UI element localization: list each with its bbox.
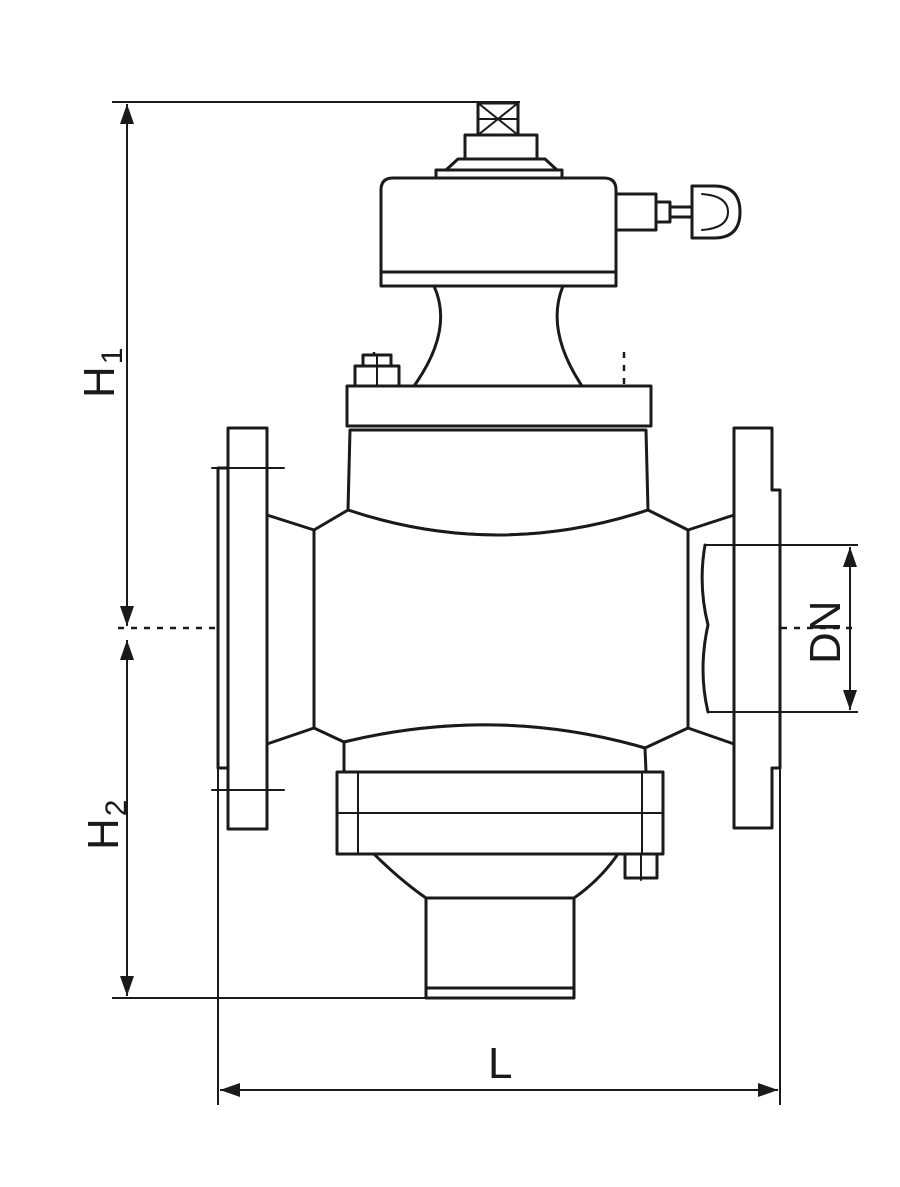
- valve-body: [312, 508, 690, 750]
- h1-label: H: [75, 366, 124, 398]
- dn-label: DN: [801, 600, 850, 664]
- position-indicator: [614, 184, 742, 240]
- bottom-flange: [335, 723, 665, 881]
- h1-subscript: 1: [96, 348, 129, 365]
- bonnet-flange: [345, 353, 653, 428]
- h2-subscript: 2: [100, 800, 133, 817]
- h2-label: H: [79, 818, 128, 850]
- right-flange: [686, 426, 782, 830]
- dimension-dn: [734, 544, 858, 713]
- dimension-dn-label: DN: [801, 600, 850, 664]
- bottom-cover: [372, 852, 620, 1000]
- svg-text:H2: H2: [79, 800, 133, 850]
- svg-text:H1: H1: [75, 348, 129, 398]
- bonnet: [346, 428, 650, 537]
- dimension-l: L: [217, 768, 781, 1105]
- dimension-h1: [112, 101, 520, 626]
- dimension-h2: [112, 640, 426, 999]
- actuator-housing: [379, 176, 618, 288]
- dimension-h2-label: H2: [79, 800, 133, 850]
- yoke-neck: [412, 284, 584, 388]
- l-label: L: [488, 1039, 512, 1088]
- stem-cap: [434, 101, 564, 180]
- left-flange: [211, 426, 316, 831]
- dimension-h1-label: H1: [75, 348, 129, 398]
